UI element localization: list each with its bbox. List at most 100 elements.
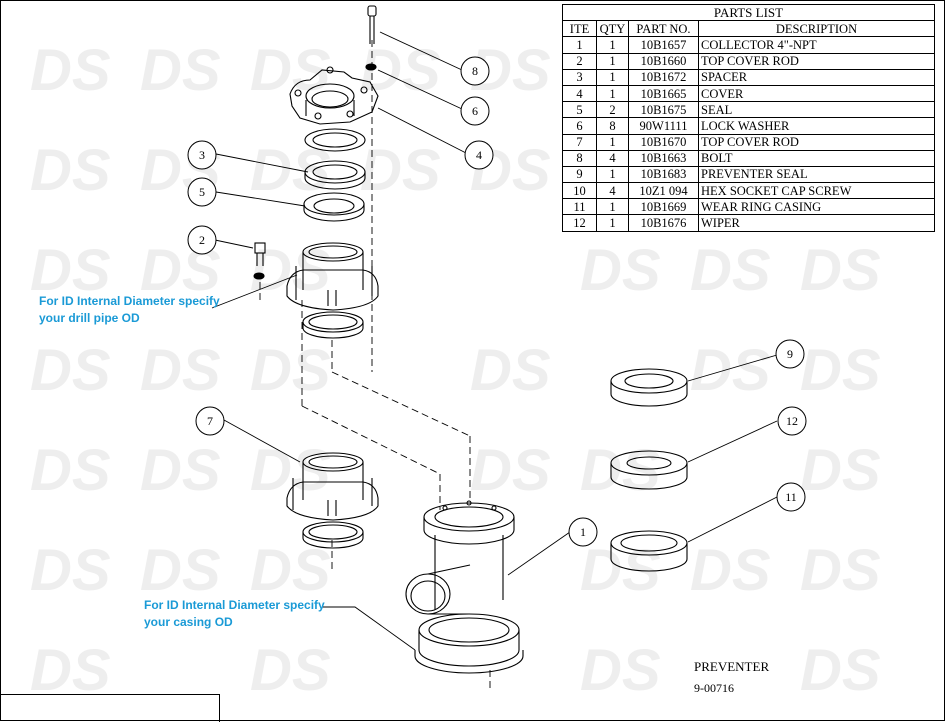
svg-text:DS: DS [580, 238, 661, 303]
cell-qty: 4 [596, 149, 629, 167]
cell-description: TOP COVER ROD [698, 52, 935, 70]
header-description: DESCRIPTION [698, 20, 935, 38]
balloon-1: 1 [568, 517, 598, 547]
svg-text:7: 7 [207, 414, 213, 428]
cell-item: 10 [562, 182, 597, 200]
cell-item: 12 [562, 214, 597, 232]
cell-part-no: 10B1657 [628, 36, 699, 54]
casing-note-line2: your casing OD [144, 615, 233, 629]
drawing-number: 9-00716 [694, 681, 734, 695]
cell-qty: 1 [596, 84, 629, 103]
balloon-9: 9 [775, 339, 805, 369]
balloon-12: 12 [777, 406, 807, 436]
cell-description: COVER [698, 84, 935, 103]
cell-item: 6 [562, 117, 597, 135]
svg-text:DS: DS [30, 338, 111, 403]
spacer-part-3 [304, 128, 366, 190]
balloon-3: 3 [187, 140, 217, 170]
cell-qty: 1 [596, 214, 629, 232]
svg-text:9: 9 [787, 347, 793, 361]
svg-text:DS: DS [250, 438, 331, 503]
svg-text:8: 8 [472, 64, 478, 78]
cell-qty: 4 [596, 182, 629, 200]
svg-text:DS: DS [30, 38, 111, 103]
svg-text:DS: DS [30, 638, 111, 703]
cell-item: 8 [562, 149, 597, 167]
svg-text:DS: DS [800, 238, 881, 303]
header-part-no: PART NO. [628, 20, 699, 38]
seal-part-5 [303, 192, 365, 222]
wiper-part-12 [610, 450, 688, 490]
cell-part-no: 10B1670 [628, 133, 699, 151]
top-cover-rod-part-7 [286, 452, 379, 549]
cell-qty: 1 [596, 133, 629, 151]
bolt-part-8 [367, 5, 377, 44]
cell-description: BOLT [698, 149, 935, 167]
cell-qty: 1 [596, 198, 629, 216]
drawing-title: PREVENTER [694, 659, 770, 674]
svg-text:DS: DS [140, 338, 221, 403]
cell-description: SEAL [698, 101, 935, 119]
cell-item: 4 [562, 84, 597, 103]
header-item: ITE [562, 20, 597, 38]
svg-text:DS: DS [30, 138, 111, 203]
svg-text:DS: DS [800, 338, 881, 403]
cell-part-no: 10B1672 [628, 68, 699, 86]
balloon-8: 8 [460, 56, 490, 86]
svg-text:DS: DS [30, 538, 111, 603]
parts-list-header-row: ITE QTY PART NO. DESCRIPTION [562, 20, 935, 38]
svg-text:6: 6 [472, 104, 478, 118]
cell-description: WIPER [698, 214, 935, 232]
cell-item: 1 [562, 36, 597, 54]
header-qty: QTY [596, 20, 629, 38]
collector-part-1 [405, 500, 524, 674]
svg-text:DS: DS [470, 338, 551, 403]
cell-description: SPACER [698, 68, 935, 86]
cell-item: 2 [562, 52, 597, 70]
casing-note: For ID Internal Diameter specify your ca… [144, 597, 325, 631]
svg-text:DS: DS [690, 338, 771, 403]
casing-note-line1: For ID Internal Diameter specify [144, 598, 325, 612]
svg-text:DS: DS [30, 438, 111, 503]
cell-qty: 1 [596, 36, 629, 54]
cell-qty: 1 [596, 68, 629, 86]
drill-pipe-note-line1: For ID Internal Diameter specify [39, 294, 220, 308]
cell-part-no: 10B1676 [628, 214, 699, 232]
cell-description: HEX SOCKET CAP SCREW [698, 182, 935, 200]
svg-text:11: 11 [785, 490, 797, 504]
cover-part-4 [289, 66, 379, 125]
balloon-11: 11 [776, 482, 806, 512]
balloon-4: 4 [464, 140, 494, 170]
screw-part-2 [253, 242, 266, 280]
svg-text:1: 1 [580, 525, 586, 539]
bottom-left-box [0, 694, 220, 722]
cell-description: LOCK WASHER [698, 117, 935, 135]
cell-item: 5 [562, 101, 597, 119]
cell-description: PREVENTER SEAL [698, 165, 935, 184]
cell-item: 3 [562, 68, 597, 86]
svg-text:DS: DS [580, 638, 661, 703]
svg-text:DS: DS [140, 438, 221, 503]
cell-part-no: 90W1111 [628, 117, 699, 135]
svg-text:DS: DS [800, 638, 881, 703]
svg-text:12: 12 [786, 414, 798, 428]
cell-qty: 8 [596, 117, 629, 135]
cell-qty: 1 [596, 165, 629, 184]
svg-text:4: 4 [476, 148, 482, 162]
parts-list-title: PARTS LIST [562, 3, 935, 22]
drill-pipe-note: For ID Internal Diameter specify your dr… [39, 293, 220, 327]
